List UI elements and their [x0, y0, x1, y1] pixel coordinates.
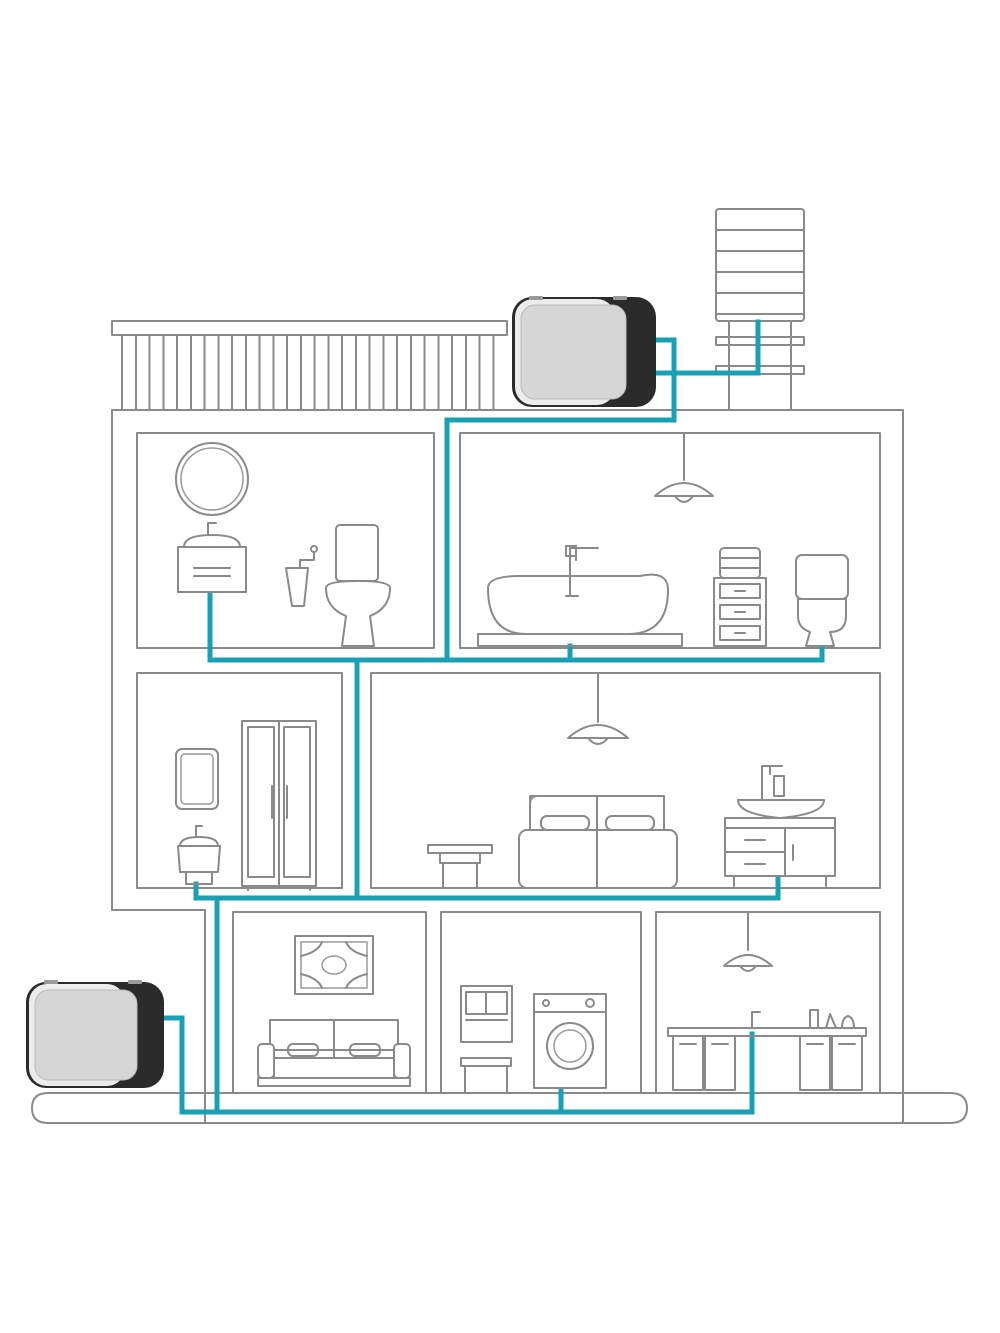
- railing-post: [121, 334, 137, 411]
- house-structure: [31, 409, 968, 1124]
- bathtub: [477, 545, 683, 647]
- railing-post: [231, 334, 247, 411]
- roof-railing: [111, 320, 508, 411]
- wall-picture: [294, 935, 374, 995]
- railing-post: [313, 334, 330, 411]
- railing-post: [396, 334, 412, 411]
- railing-post: [368, 334, 385, 411]
- pipe-mid-floor: [193, 873, 781, 901]
- room-top-left: [136, 432, 435, 649]
- wall-mirror-mid-left: [175, 748, 219, 810]
- room-top-right: [459, 432, 881, 649]
- railing-post: [478, 334, 495, 411]
- roof-water-tank: [715, 208, 805, 411]
- room-mid-left: [136, 672, 343, 889]
- room-bottom-left: [232, 911, 427, 1094]
- ceiling-lamp-mid-right: [567, 672, 629, 745]
- filtration-unit-ground: [26, 980, 164, 1088]
- wash-basin-top-left: [175, 442, 249, 593]
- kitchen-counter: [667, 1009, 867, 1091]
- railing-post: [258, 334, 275, 411]
- ground-slab: [31, 1092, 968, 1124]
- room-bottom-right: [655, 911, 881, 1094]
- pipe-roof-unit-down: [444, 337, 677, 659]
- railing-post: [148, 334, 165, 411]
- filtration-unit-roof: [512, 296, 656, 407]
- pipe-top-floor: [207, 587, 825, 663]
- small-sink-mid-left: [177, 825, 221, 885]
- toilet-paper-holder: [285, 545, 318, 607]
- railing-post: [341, 334, 357, 411]
- water-pipes: [161, 319, 825, 1115]
- railing-post: [203, 334, 220, 411]
- wall-cabinet-laundry: [460, 985, 513, 1043]
- stool-laundry: [460, 1057, 512, 1094]
- room-bottom-center: [440, 911, 642, 1094]
- pipe-ground-unit: [161, 1015, 755, 1115]
- drawer-cabinet: [713, 547, 767, 647]
- railing-post: [423, 334, 440, 411]
- railing-post: [451, 334, 467, 411]
- toilet-top-right: [795, 554, 849, 647]
- wardrobe: [241, 720, 317, 891]
- nightstand: [427, 844, 493, 889]
- toilet-top-left: [325, 524, 391, 647]
- bed: [518, 795, 678, 889]
- vanity-sink-mid-right: [724, 765, 836, 887]
- sofa: [257, 1019, 411, 1087]
- ceiling-lamp-top-right: [654, 432, 714, 503]
- pipe-tank-to-roof-unit: [655, 319, 761, 376]
- ceiling-lamp-kitchen: [723, 911, 773, 972]
- railing-post: [176, 334, 192, 411]
- washing-machine: [533, 993, 607, 1089]
- railing-post: [286, 334, 302, 411]
